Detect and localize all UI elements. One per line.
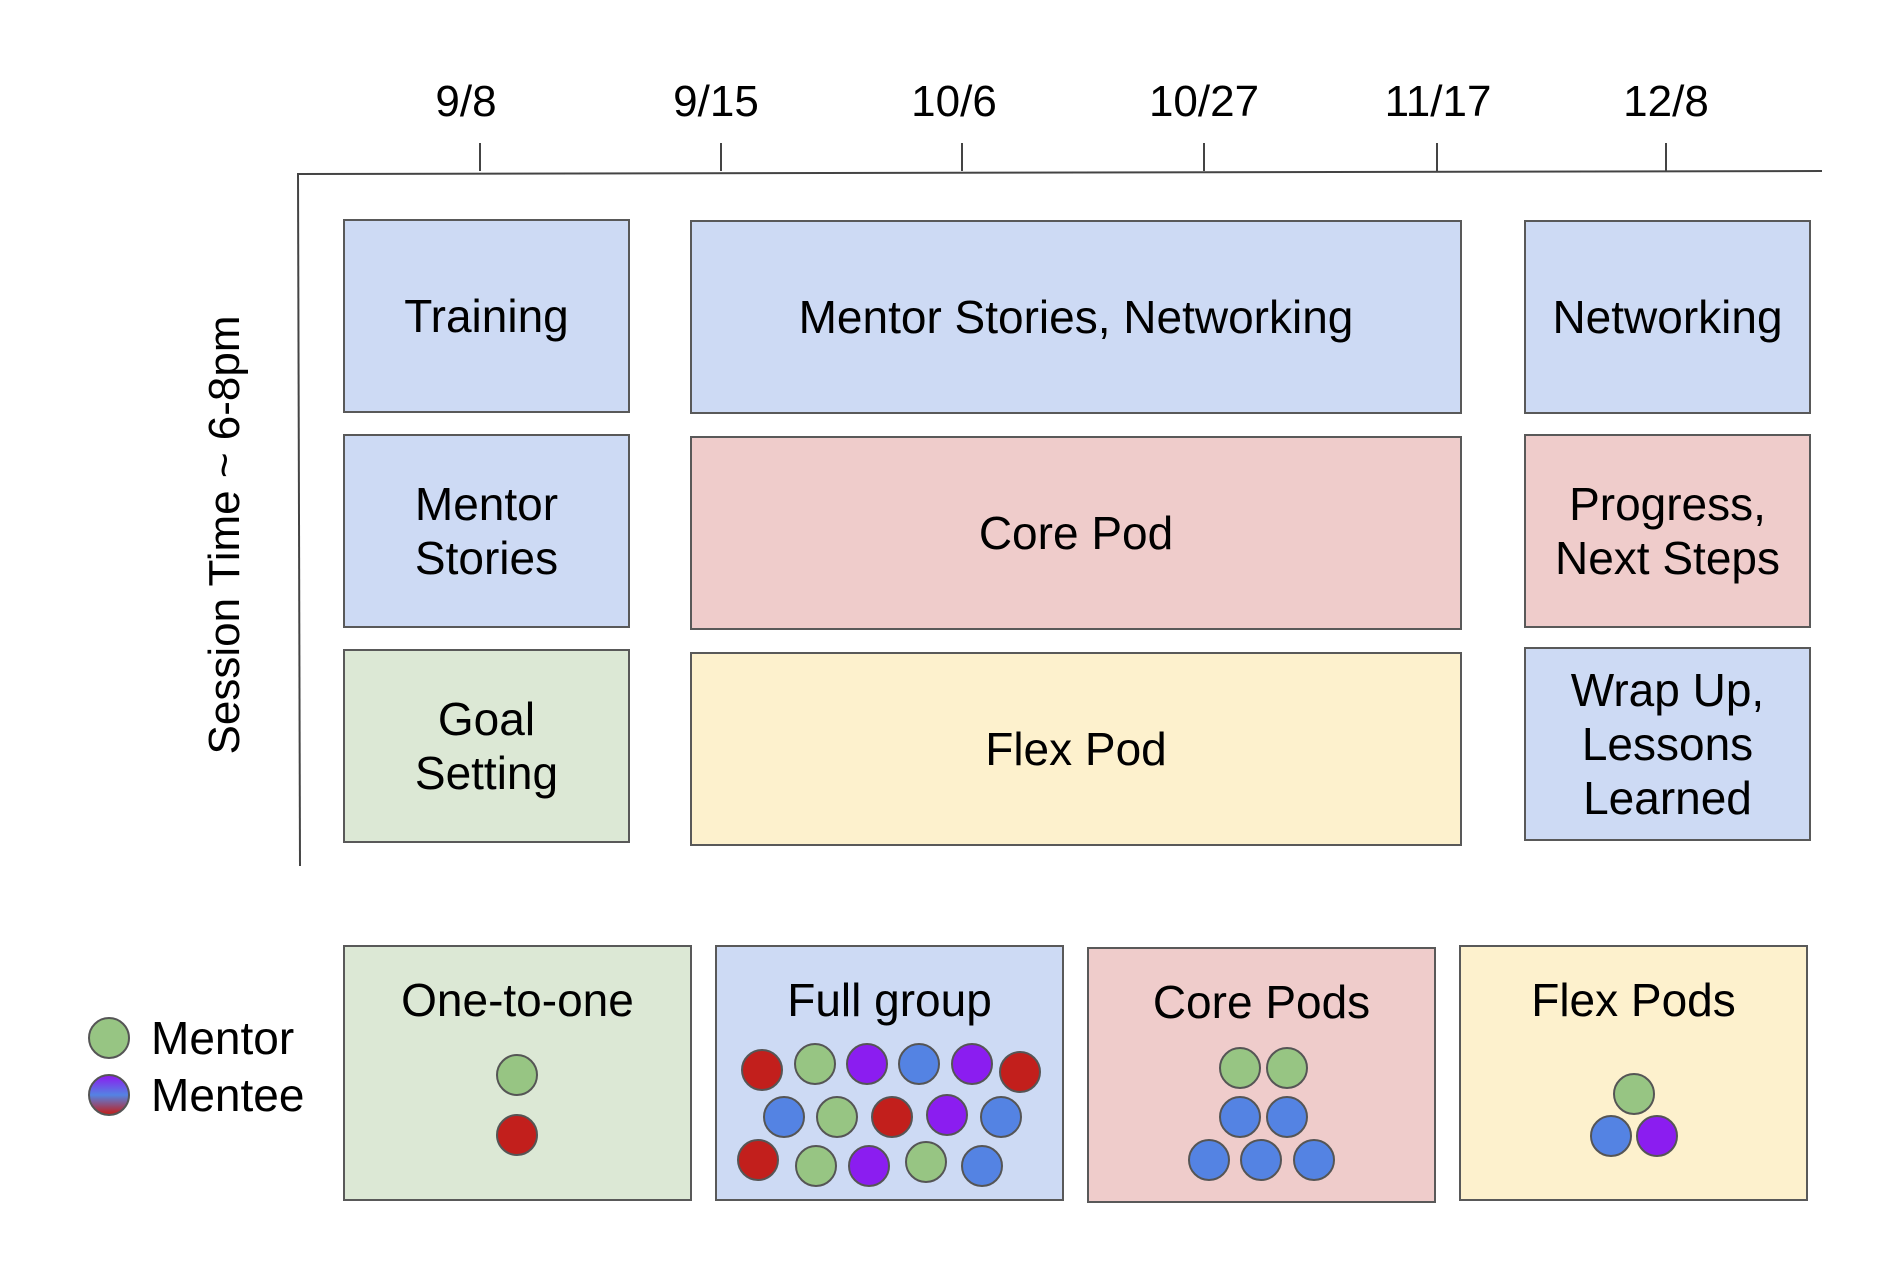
mentee-dot	[1188, 1139, 1230, 1181]
date-label-11-17: 11/17	[1384, 77, 1492, 127]
date-label-9-8: 9/8	[435, 77, 497, 127]
session-goal-setting: Goal Setting	[343, 649, 630, 843]
mentee-dot	[1636, 1115, 1678, 1157]
mentee-dot	[898, 1043, 940, 1085]
mentor-dot	[905, 1141, 947, 1183]
mentee-dot	[980, 1096, 1022, 1138]
legend-mentee-label: Mentee	[151, 1069, 305, 1121]
mentee-dot	[848, 1145, 890, 1187]
session-mentor-stories: Mentor Stories	[343, 434, 630, 628]
session-progress-next-steps: Progress, Next Steps	[1524, 434, 1811, 628]
session-training: Training	[343, 219, 630, 413]
mentee-dot	[763, 1096, 805, 1138]
timeline-axes	[297, 170, 1823, 867]
session-wrap-up-lessons-learned: Wrap Up, Lessons Learned	[1524, 647, 1811, 841]
tick-12-8	[1665, 143, 1667, 171]
mentee-dot	[1590, 1115, 1632, 1157]
vertical-axis-line	[297, 172, 301, 867]
horizontal-axis-line	[297, 170, 1823, 175]
mentor-dot	[1266, 1047, 1308, 1089]
mentee-dot	[741, 1049, 783, 1091]
date-label-10-6: 10/6	[911, 77, 997, 127]
mentee-dot	[926, 1094, 968, 1136]
mentee-dot	[846, 1043, 888, 1085]
mentor-dot	[1219, 1047, 1261, 1089]
date-label-9-15: 9/15	[673, 77, 759, 127]
mentee-dot	[1266, 1096, 1308, 1138]
date-label-12-8: 12/8	[1623, 77, 1709, 127]
mentee-dot	[1293, 1139, 1335, 1181]
mentee-dot	[737, 1139, 779, 1181]
tick-10-27	[1203, 143, 1205, 171]
y-axis-label: Session Time ~ 6-8pm	[200, 315, 250, 755]
tick-9-15	[720, 143, 722, 171]
session-networking: Networking	[1524, 220, 1811, 414]
mentee-dot	[961, 1145, 1003, 1187]
session-flex-pod: Flex Pod	[690, 652, 1462, 846]
session-core-pod: Core Pod	[690, 436, 1462, 630]
legend-mentor-label: Mentor	[151, 1012, 295, 1064]
mentee-dot	[951, 1043, 993, 1085]
session-mentor-stories-networking: Mentor Stories, Networking	[690, 220, 1462, 414]
mentee-dot	[1240, 1139, 1282, 1181]
legend-mentor-dot	[88, 1017, 130, 1059]
group-core-pods-label: Core Pods	[1152, 976, 1371, 1028]
mentor-dot	[816, 1096, 858, 1138]
group-full-group-label: Full group	[787, 974, 992, 1026]
tick-11-17	[1436, 143, 1438, 171]
mentee-dot	[1219, 1096, 1261, 1138]
mentee-dot	[999, 1051, 1041, 1093]
legend-mentee-dot	[88, 1074, 130, 1116]
mentor-dot	[794, 1043, 836, 1085]
group-one-to-one-label: One-to-one	[401, 974, 634, 1026]
group-flex-pods-label: Flex Pods	[1531, 974, 1736, 1026]
mentor-dot	[496, 1054, 538, 1096]
mentor-dot	[1613, 1073, 1655, 1115]
date-label-10-27: 10/27	[1148, 77, 1260, 127]
tick-10-6	[961, 143, 963, 171]
tick-9-8	[479, 143, 481, 171]
mentee-dot	[871, 1096, 913, 1138]
mentor-dot	[795, 1145, 837, 1187]
mentee-dot	[496, 1114, 538, 1156]
